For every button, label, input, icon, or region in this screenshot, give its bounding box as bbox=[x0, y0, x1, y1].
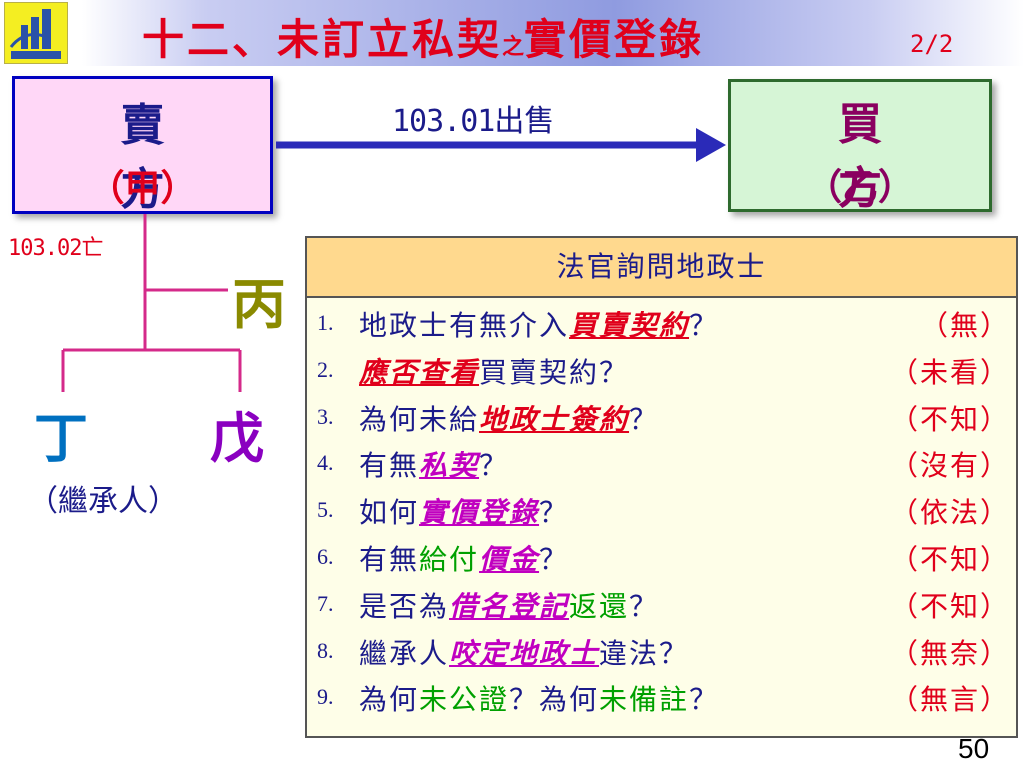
table-row: 4. 有無私契？ （沒有） bbox=[307, 444, 1016, 489]
question-fragment: ？ bbox=[689, 683, 720, 717]
row-answer: （不知） bbox=[889, 402, 1010, 436]
row-question: 為何未給地政士簽約？ bbox=[359, 398, 659, 438]
question-fragment: 借名登記 bbox=[449, 589, 570, 623]
title-tail: 實價登錄 bbox=[524, 15, 705, 64]
sale-label: 103.01出售 bbox=[392, 96, 554, 140]
buyer-name: 買方 bbox=[838, 99, 952, 214]
question-fragment: 實價登錄 bbox=[419, 496, 540, 530]
question-fragment: 價金 bbox=[479, 543, 540, 576]
question-fragment: 有無 bbox=[359, 543, 420, 576]
question-fragment: 地政士簽約 bbox=[479, 402, 630, 436]
row-index: 1. bbox=[317, 310, 334, 335]
seller-sub: （甲） bbox=[88, 167, 197, 209]
seller-box: 賣方 （甲） bbox=[12, 76, 273, 215]
question-fragment: ？ bbox=[539, 543, 570, 576]
question-fragment: 私契 bbox=[419, 449, 480, 483]
question-fragment: 咬定地政士 bbox=[449, 636, 600, 670]
row-question: 地政士有無介入買賣契約？ bbox=[359, 304, 719, 344]
question-fragment: 給付 bbox=[419, 543, 480, 576]
table-row: 8. 繼承人咬定地政士違法？ （無奈） bbox=[307, 632, 1016, 677]
row-index: 4. bbox=[317, 450, 334, 476]
buyer-box: 買方 （乙） bbox=[728, 79, 992, 214]
header-bar bbox=[0, 0, 1024, 66]
question-fragment: 為何未給 bbox=[359, 402, 480, 436]
row-question: 是否為借名登記返還？ bbox=[359, 585, 659, 625]
question-fragment: 應否查看 bbox=[359, 355, 480, 389]
row-index: 6. bbox=[317, 544, 334, 569]
page-number: 50 bbox=[958, 733, 990, 764]
row-index: 7. bbox=[317, 590, 334, 616]
table-row: 2. 應否查看買賣契約？ （未看） bbox=[307, 351, 1016, 396]
table-row: 3. 為何未給地政士簽約？ （不知） bbox=[307, 398, 1016, 443]
building-logo-icon bbox=[9, 9, 61, 59]
sale-text: 出售 bbox=[494, 104, 555, 139]
question-fragment: 返還 bbox=[569, 589, 630, 623]
table-row: 6. 有無給付價金？ （不知） bbox=[307, 538, 1016, 583]
question-fragment: 繼承人 bbox=[359, 636, 450, 670]
table-row: 9. 為何未公證？為何未備註？ （無言） bbox=[307, 678, 1016, 723]
question-fragment: ？ bbox=[629, 402, 660, 436]
sale-arrow-head bbox=[696, 128, 726, 162]
row-question: 應否查看買賣契約？ bbox=[359, 351, 629, 391]
question-fragment: 是否為 bbox=[359, 589, 450, 623]
row-answer: （未看） bbox=[889, 355, 1010, 389]
table-header: 法官詢問地政士 bbox=[307, 238, 1016, 298]
heirs-subtitle: （繼承人） bbox=[28, 484, 178, 519]
row-index: 2. bbox=[317, 356, 334, 382]
row-question: 為何未公證？為何未備註？ bbox=[359, 678, 719, 718]
row-answer: （不知） bbox=[889, 543, 1010, 576]
death-date-label: 103.02亡 bbox=[8, 236, 103, 261]
title-main: 十二、未訂立私契 bbox=[142, 15, 503, 64]
row-question: 有無給付價金？ bbox=[359, 538, 569, 578]
sale-date: 103.01 bbox=[392, 104, 495, 139]
row-answer: （無） bbox=[919, 309, 1010, 342]
question-fragment: ？ bbox=[539, 496, 570, 530]
question-fragment: ？ bbox=[479, 449, 510, 483]
buyer-sub: （乙） bbox=[805, 166, 914, 208]
row-index: 9. bbox=[317, 684, 334, 710]
page-fraction: 2/2 bbox=[910, 30, 954, 58]
question-fragment: 未公證 bbox=[419, 683, 510, 717]
question-fragment: ？ bbox=[629, 589, 660, 623]
question-fragment: ？為何 bbox=[509, 683, 600, 717]
title-connector: 之 bbox=[502, 34, 525, 60]
table-row: 5. 如何實價登錄？ （依法） bbox=[307, 491, 1016, 536]
seller-name: 賣方 bbox=[120, 100, 235, 215]
table-row: 7. 是否為借名登記返還？ （不知） bbox=[307, 585, 1016, 630]
row-index: 5. bbox=[317, 497, 334, 523]
heir-left: 丁 bbox=[34, 406, 88, 470]
row-question: 如何實價登錄？ bbox=[359, 491, 569, 531]
table-row: 1. 地政士有無介入買賣契約？ （無） bbox=[307, 304, 1016, 349]
row-answer: （不知） bbox=[889, 589, 1010, 623]
row-index: 8. bbox=[317, 637, 334, 663]
row-index: 3. bbox=[317, 403, 334, 429]
question-fragment: 如何 bbox=[359, 496, 420, 530]
question-fragment: 未備註 bbox=[599, 683, 690, 717]
heir-right: 戊 bbox=[210, 406, 264, 470]
question-table: 法官詢問地政士 1.地政士有無介入買賣契約？（無）2.應否查看買賣契約？（未看）… bbox=[305, 236, 1018, 738]
row-answer: （依法） bbox=[889, 496, 1010, 530]
row-question: 繼承人咬定地政士違法？ bbox=[359, 632, 689, 672]
row-question: 有無私契？ bbox=[359, 444, 509, 484]
company-logo bbox=[4, 2, 68, 64]
row-answer: （無奈） bbox=[889, 636, 1010, 670]
question-fragment: 違法？ bbox=[599, 636, 690, 670]
question-fragment: 買賣契約 bbox=[569, 309, 690, 342]
question-fragment: 有無 bbox=[359, 449, 420, 483]
question-fragment: ？ bbox=[689, 309, 720, 342]
question-fragment: 地政士有無介入 bbox=[359, 309, 570, 342]
question-fragment: 買賣契約？ bbox=[479, 355, 630, 389]
question-fragment: 為何 bbox=[359, 683, 420, 717]
slide-title: 十二、未訂立私契之實價登錄 bbox=[142, 6, 704, 67]
row-answer: （無言） bbox=[889, 683, 1010, 717]
row-answer: （沒有） bbox=[889, 449, 1010, 483]
third-party-label: 丙 bbox=[232, 272, 286, 336]
